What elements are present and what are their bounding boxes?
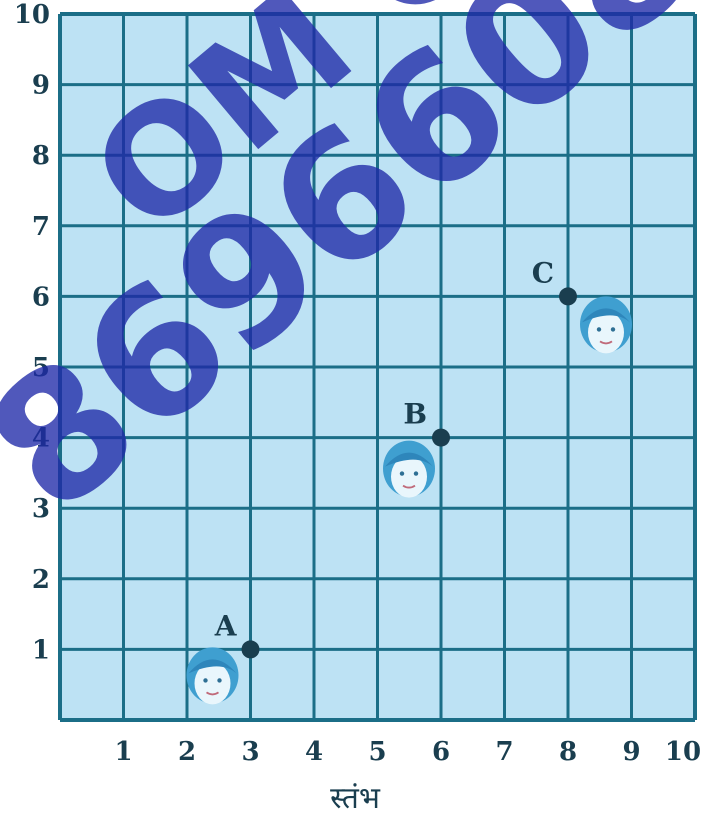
row-tick-label: 10 [14, 0, 50, 30]
column-tick-label: 6 [432, 737, 450, 767]
column-tick-labels: 1 2 3 4 5 6 7 8 9 10 [114, 737, 701, 767]
row-tick-label: 1 [32, 635, 50, 665]
column-tick-label: 8 [559, 737, 577, 767]
column-tick-label: 7 [495, 737, 513, 767]
row-tick-label: 7 [32, 212, 50, 242]
row-tick-label: 2 [32, 565, 50, 595]
column-tick-label: 2 [178, 737, 196, 767]
column-tick-label: 3 [241, 737, 259, 767]
column-tick-label: 1 [114, 737, 132, 767]
point-c-label: C [532, 256, 554, 289]
point-c-marker [559, 287, 577, 305]
x-axis-title: स्तंभ [330, 781, 381, 816]
point-a-marker [242, 640, 260, 658]
row-tick-label: 8 [32, 141, 50, 171]
row-tick-label: 6 [32, 282, 50, 312]
column-tick-label: 5 [368, 737, 386, 767]
column-tick-label: 10 [665, 737, 701, 767]
point-b-label: B [403, 398, 427, 431]
column-tick-label: 4 [305, 737, 323, 767]
point-a-label: A [214, 609, 238, 642]
column-tick-label: 9 [622, 737, 640, 767]
row-tick-label: 9 [32, 71, 50, 101]
point-b-marker [432, 429, 450, 447]
